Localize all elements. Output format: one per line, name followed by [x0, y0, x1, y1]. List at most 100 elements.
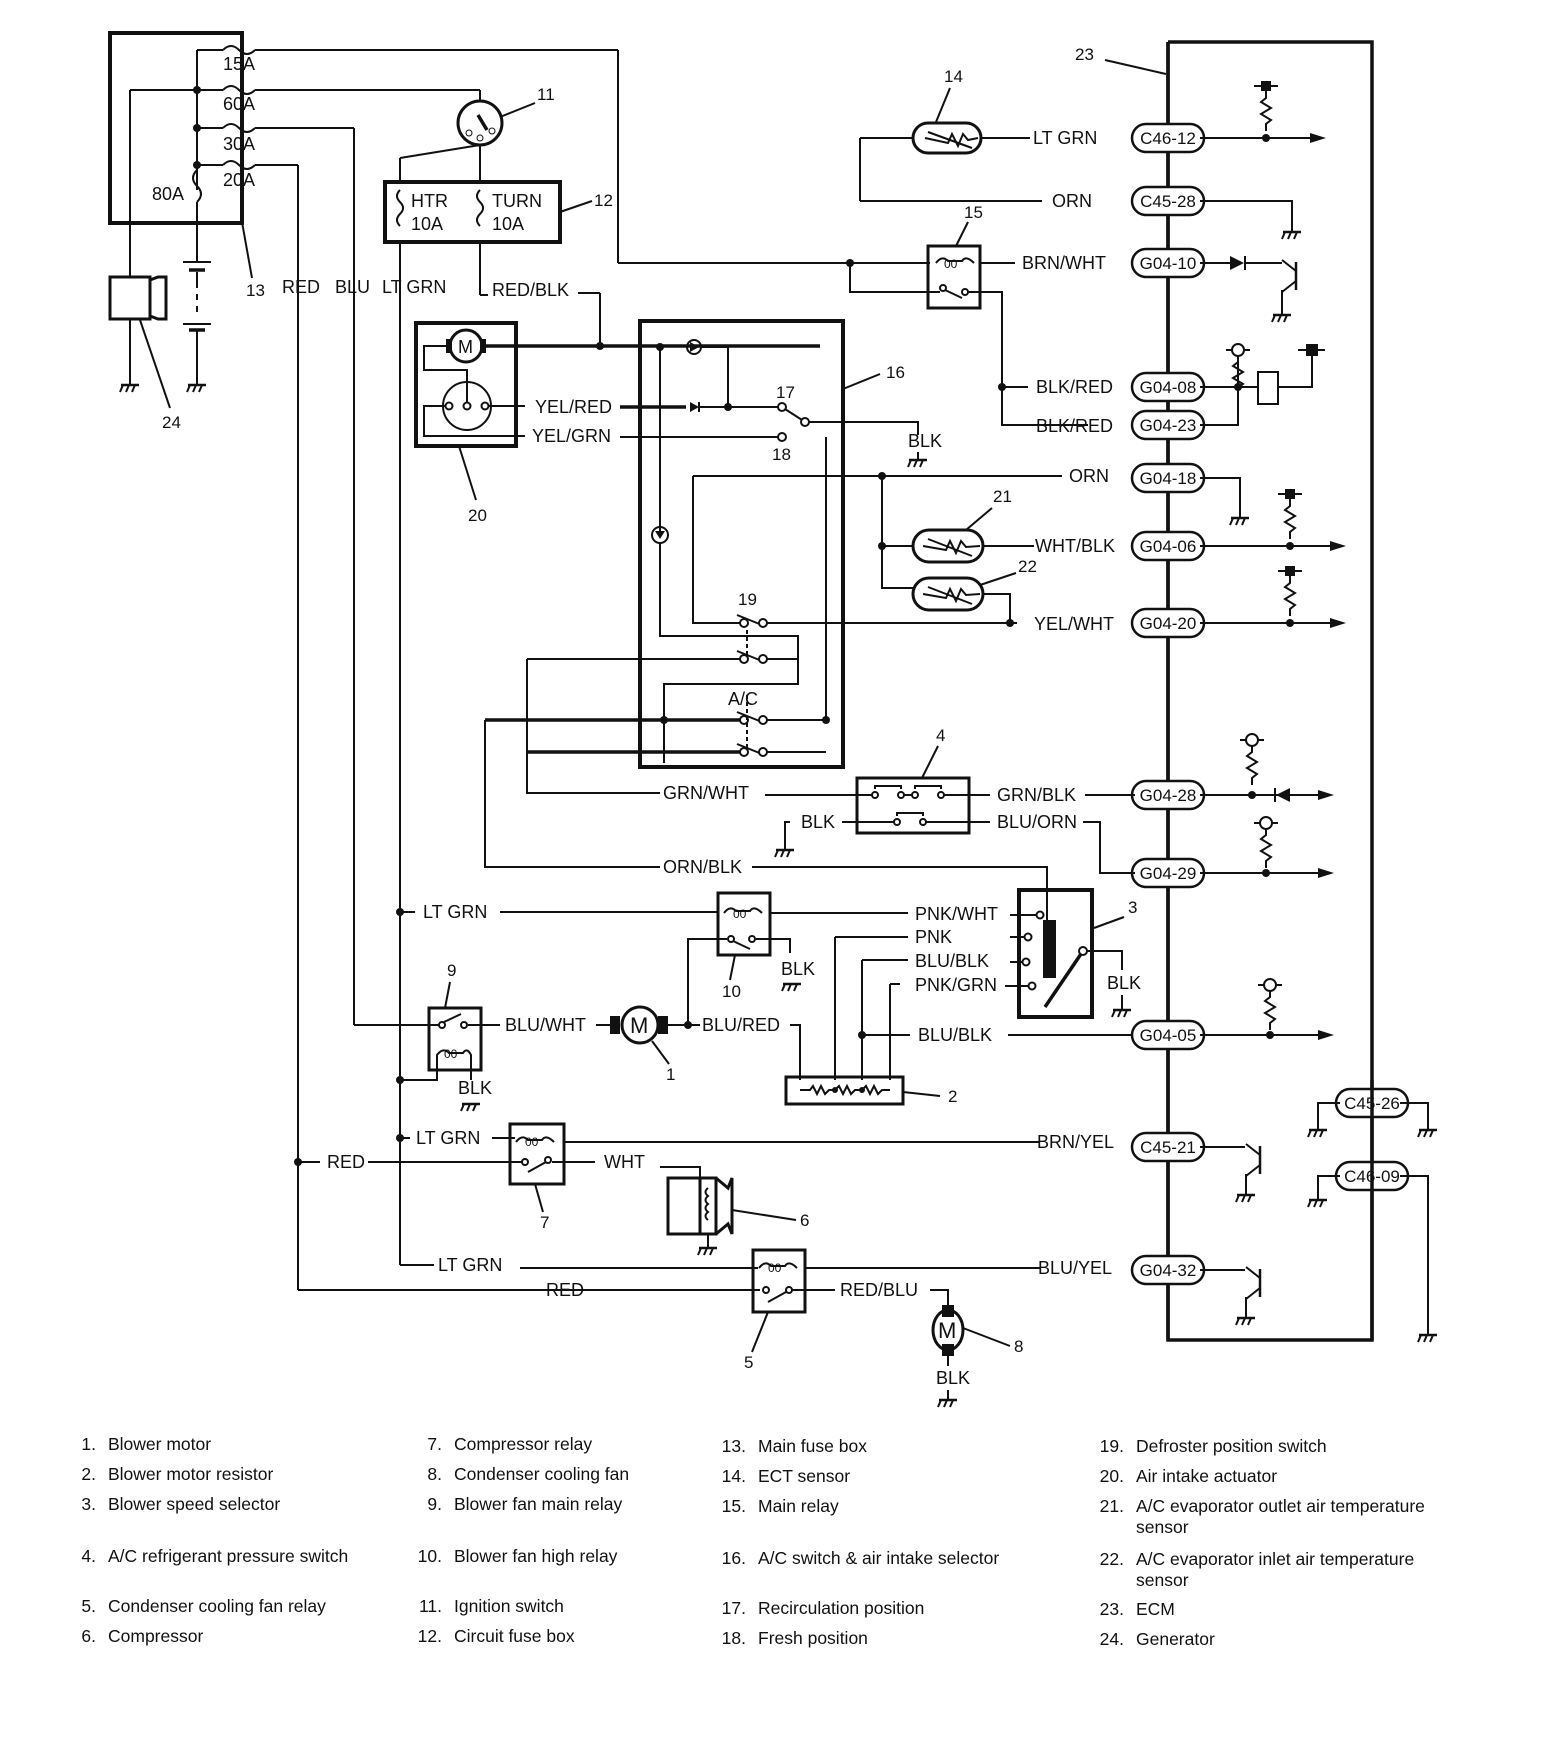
motor-icon: M — [630, 1013, 648, 1038]
condenser-cooling-fan-relay: 00 — [751, 1248, 807, 1314]
connector-label: C45-21 — [1140, 1138, 1196, 1157]
evap-outlet-temp-sensor — [882, 528, 1034, 564]
relay-coil-icon: 00 — [444, 1047, 458, 1061]
fuse-rating: 10A — [411, 214, 443, 234]
wire-label: LT GRN — [382, 277, 446, 297]
connector-g04-08: G04-08 — [1130, 371, 1206, 403]
legend-number: 21. — [1099, 1496, 1124, 1516]
connector-label: G04-23 — [1140, 416, 1197, 435]
legend-text: Fresh position — [758, 1628, 868, 1648]
legend-text: Recirculation position — [758, 1598, 925, 1618]
legend-number: 16. — [721, 1548, 746, 1568]
legend-text: Main fuse box — [758, 1436, 867, 1456]
legend-text: ECT sensor — [758, 1466, 851, 1486]
ecm-internal-circuits — [1200, 80, 1439, 1344]
ground-icon — [696, 1246, 719, 1257]
legend-number: 14. — [721, 1466, 746, 1486]
connector-g04-18: G04-18 — [1130, 462, 1206, 494]
legend-number: 10. — [417, 1546, 442, 1566]
wire-label: BRN/WHT — [1022, 253, 1106, 273]
wire-label: WHT/BLK — [1035, 536, 1115, 556]
callout-8: 8 — [1014, 1337, 1023, 1356]
wire-label: RED — [327, 1152, 365, 1172]
callout-13: 13 — [246, 281, 265, 300]
switch-label: A/C — [728, 689, 758, 709]
legend-text: Main relay — [758, 1496, 839, 1516]
wire-label: BLU/BLK — [915, 951, 989, 971]
callout-21: 21 — [993, 487, 1012, 506]
fuse-rating: 10A — [492, 214, 524, 234]
wire-label: ORN — [1052, 191, 1092, 211]
legend-text: Condenser cooling fan — [454, 1464, 630, 1484]
legend-text: A/C refrigerant pressure switch — [108, 1546, 349, 1566]
ground-icon — [780, 982, 803, 993]
callout-16: 16 — [886, 363, 905, 382]
ecm-connectors: C46-12C45-28G04-10G04-08G04-23G04-18G04-… — [1130, 42, 1410, 1340]
ground-icon — [906, 458, 929, 469]
connector-label: C46-12 — [1140, 129, 1196, 148]
wire-label: LT GRN — [423, 902, 487, 922]
callout-11: 11 — [537, 85, 555, 104]
wire-label: PNK/WHT — [915, 904, 998, 924]
callout-18: 18 — [772, 445, 791, 464]
connector-g04-06: G04-06 — [1130, 530, 1206, 562]
legend-text: Generator — [1136, 1629, 1215, 1649]
fuse-name: TURN — [492, 191, 542, 211]
ground-icon — [185, 383, 208, 394]
legend-text: Blower fan high relay — [454, 1546, 618, 1566]
ignition-switch-symbol — [456, 99, 504, 147]
connector-label: G04-10 — [1140, 254, 1197, 273]
wire-label: BLK/RED — [1036, 416, 1113, 436]
callout-23: 23 — [1075, 45, 1094, 64]
wire-label: GRN/WHT — [663, 783, 749, 803]
legend-text: Circuit fuse box — [454, 1626, 575, 1646]
legend-text: Defroster position switch — [1136, 1436, 1327, 1456]
connector-g04-32: G04-32 — [1130, 1254, 1206, 1286]
callout-2: 2 — [948, 1087, 957, 1106]
ac-refrigerant-pressure-switch — [855, 776, 971, 835]
ground-icon — [459, 1102, 482, 1113]
wire-label: YEL/WHT — [1034, 614, 1114, 634]
wire-label: BLU — [335, 277, 370, 297]
legend-text: Compressor — [108, 1626, 204, 1646]
wire-label: BLK — [936, 1368, 970, 1388]
connector-g04-28: G04-28 — [1130, 779, 1206, 811]
legend-text: A/C switch & air intake selector — [758, 1548, 1000, 1568]
wire-label: BLU/ORN — [997, 812, 1077, 832]
wire-label: YEL/GRN — [532, 426, 611, 446]
fuse-rating: 15A — [223, 54, 255, 74]
legend-number: 13. — [721, 1436, 746, 1456]
legend-number: 19. — [1099, 1436, 1124, 1456]
legend-number: 11. — [418, 1596, 442, 1616]
callout-15: 15 — [964, 203, 983, 222]
callout-5: 5 — [744, 1353, 753, 1372]
wire-label: YEL/RED — [535, 397, 612, 417]
legend-number: 6. — [81, 1626, 96, 1646]
relay-coil-icon: 00 — [768, 1261, 782, 1275]
wire-label: BLK — [781, 959, 815, 979]
legend-number: 9. — [427, 1494, 442, 1514]
ect-sensor — [859, 121, 1042, 202]
callout-6: 6 — [800, 1211, 809, 1230]
wire-label: BLK — [1107, 973, 1141, 993]
ground-icon — [1110, 1008, 1133, 1019]
connector-g04-20: G04-20 — [1130, 607, 1206, 639]
fuse-rating: 20A — [223, 170, 255, 190]
legend-number: 15. — [721, 1496, 746, 1516]
callout-19: 19 — [738, 590, 757, 609]
legend-text: ECM — [1136, 1599, 1175, 1619]
connector-c45-21: C45-21 — [1130, 1131, 1206, 1163]
ground-icon — [118, 383, 141, 394]
circuit-fuse-box: HTR 10A TURN 10A — [383, 180, 562, 244]
wire-label: BLK — [908, 431, 942, 451]
legend-number: 3. — [81, 1494, 96, 1514]
callout-20: 20 — [468, 506, 487, 525]
connector-label: C45-28 — [1140, 192, 1196, 211]
wire-label: ORN/BLK — [663, 857, 742, 877]
fuse-name: HTR — [411, 191, 448, 211]
connector-c45-28: C45-28 — [1130, 185, 1206, 217]
callout-1: 1 — [666, 1065, 675, 1084]
callout-10: 10 — [722, 982, 741, 1001]
legend-number: 5. — [81, 1596, 96, 1616]
